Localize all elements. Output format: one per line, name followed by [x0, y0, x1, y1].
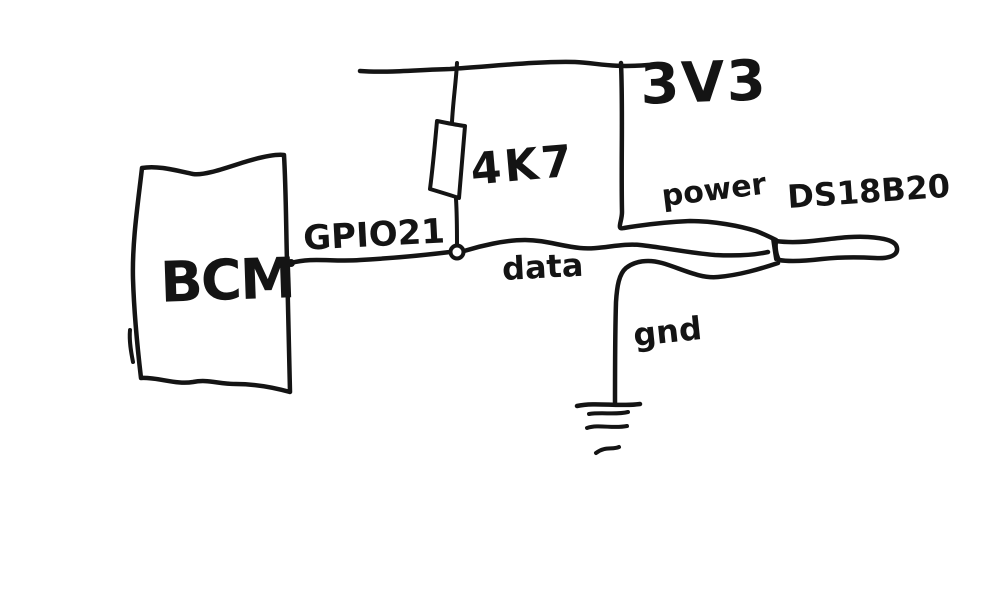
bcm-box	[130, 152, 293, 395]
gpio21-label: GPIO21	[302, 211, 446, 258]
ground-bar-4	[594, 445, 621, 455]
bcm-box-stray-stroke	[127, 328, 135, 364]
data-label: data	[501, 246, 584, 288]
sensor-label: DS18B20	[786, 167, 951, 216]
resistor-body	[428, 119, 467, 200]
sensor-left-pin-tick	[771, 237, 778, 261]
ground-wire	[612, 258, 781, 406]
resistor-bottom-lead	[454, 197, 459, 247]
bcm-label: BCM	[159, 246, 295, 316]
power-label: power	[660, 167, 769, 215]
rail-3v3-label: 3V3	[639, 48, 768, 117]
gpio21-wire	[288, 249, 453, 266]
ground-symbol	[574, 401, 643, 455]
data-wire	[461, 237, 771, 258]
ground-bar-1	[574, 401, 643, 409]
ground-bar-3	[585, 424, 629, 430]
resistor-top-lead	[450, 61, 459, 124]
resistor-value-label: 4K7	[469, 136, 577, 196]
power-wire	[617, 60, 779, 243]
gnd-label: gnd	[631, 309, 703, 354]
junction-node	[448, 243, 466, 261]
rail-3v3-wire	[357, 59, 651, 74]
ds18b20-sensor-body	[773, 234, 900, 264]
ground-bar-2	[587, 410, 630, 416]
